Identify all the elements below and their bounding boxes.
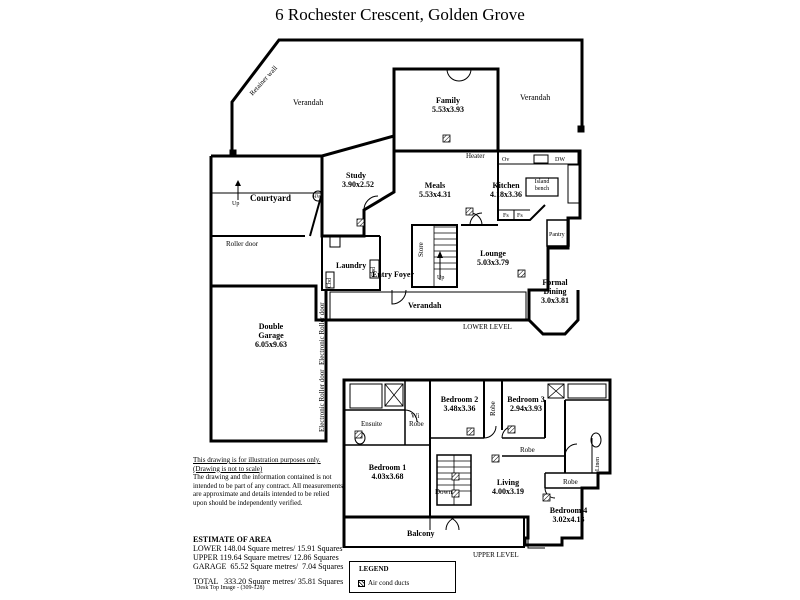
lower-level-plan bbox=[209, 38, 585, 443]
living-dim: 4.00x3.19 bbox=[492, 487, 524, 496]
bedroom2-dim: 3.48x3.36 bbox=[443, 404, 476, 413]
legend-item: Air cond ducts bbox=[358, 579, 409, 587]
front-verandah bbox=[329, 291, 527, 320]
legend-box: LEGEND Air cond ducts bbox=[349, 561, 456, 593]
study-dim: 3.90x2.52 bbox=[342, 180, 374, 189]
laundry-label: Laundry bbox=[336, 261, 367, 270]
estimate-total: TOTAL 333.20 Square metres/ 35.81 Square… bbox=[193, 577, 344, 586]
upper-level-plan bbox=[342, 378, 612, 549]
roller-door-label: Roller door bbox=[226, 240, 259, 248]
legend-item-label: Air cond ducts bbox=[368, 579, 410, 587]
garage-name-2: Garage bbox=[258, 331, 284, 340]
bedroom2-name: Bedroom 2 bbox=[440, 395, 479, 404]
dishwasher-label: DW bbox=[555, 157, 565, 163]
electronic-roller-label-2: Electronic Roller door bbox=[318, 369, 326, 432]
garage-name-1: Double bbox=[258, 322, 284, 331]
meals-dim: 5.53x4.31 bbox=[419, 190, 451, 199]
robe-vertical-label: Robe bbox=[489, 401, 497, 416]
air-duct-icon bbox=[358, 579, 365, 587]
lower-air-cond-ducts bbox=[356, 134, 526, 278]
bedroom1-name: Bedroom 1 bbox=[368, 463, 407, 472]
verandah-right-label: Verandah bbox=[520, 93, 551, 102]
garage-walls bbox=[209, 236, 328, 443]
page-title: 6 Rochester Crescent, Golden Grove bbox=[275, 5, 525, 24]
living-name: Living bbox=[496, 478, 520, 487]
bedroom3-dim: 2.94x3.93 bbox=[510, 404, 542, 413]
formal-dining-dim: 3.0x3.81 bbox=[541, 296, 569, 305]
oven-label: Ov bbox=[502, 157, 510, 163]
verandah-left-label: Verandah bbox=[293, 98, 324, 107]
disclaimer-line-1: This drawing is for illustration purpose… bbox=[193, 456, 321, 464]
upper-level-label: UPPER LEVEL bbox=[473, 551, 519, 559]
robe-mid-label: Robe bbox=[520, 446, 535, 454]
courtyard-up-label: Up bbox=[232, 201, 240, 207]
hot-water-label: HW bbox=[313, 195, 322, 200]
lower-level-label: LOWER LEVEL bbox=[463, 323, 512, 331]
upper-outer-walls bbox=[342, 378, 612, 548]
bedroom1-dim: 4.03x3.68 bbox=[371, 472, 404, 481]
lower-outer-walls bbox=[209, 67, 582, 322]
legend-heading: LEGEND bbox=[359, 565, 389, 573]
meals-name: Meals bbox=[424, 181, 446, 190]
disclaimer-line-2: (Drawing is not to scale) bbox=[193, 464, 263, 473]
fs-label-2: Fs bbox=[517, 213, 523, 219]
estimate-garage: GARAGE 65.52 Square metres/ 7.04 Squares bbox=[193, 562, 344, 571]
family-room-name: Family bbox=[436, 96, 460, 105]
study-name: Study bbox=[346, 171, 367, 180]
bedroom3-name: Bedroom 3 bbox=[507, 395, 545, 404]
stairs-down-label: Down bbox=[435, 488, 453, 496]
wi-robe-label-2: Robe bbox=[409, 420, 424, 428]
fs-label-1: Fs bbox=[503, 213, 509, 219]
balcony-label: Balcony bbox=[407, 529, 435, 538]
entry-foyer-label: Entry Foyer bbox=[372, 270, 414, 279]
pantry-label: Pantry bbox=[549, 232, 565, 238]
cupboard-label-1: Cbd bbox=[327, 277, 333, 288]
island-bench bbox=[525, 177, 559, 197]
kitchen-name: Kitchen bbox=[492, 181, 520, 190]
balcony-walls bbox=[343, 516, 525, 548]
lounge-dim: 5.03x3.79 bbox=[477, 258, 509, 267]
kitchen-dim: 4.18x3.36 bbox=[490, 190, 522, 199]
formal-dining-name-1: Formal bbox=[542, 278, 568, 287]
front-verandah-label: Verandah bbox=[408, 301, 442, 310]
formal-dining-name-2: Dining bbox=[543, 287, 567, 296]
cupboard-label-2: Cbd bbox=[371, 266, 377, 277]
estimate-heading: ESTIMATE OF AREA bbox=[193, 535, 272, 544]
retainer-wall bbox=[230, 38, 584, 154]
bedroom4-name: Bedroom 4 bbox=[549, 506, 588, 515]
garage-dim: 6.05x9.63 bbox=[255, 340, 287, 349]
heater-label: Heater bbox=[466, 152, 485, 160]
wi-robe-label-1: Wi bbox=[411, 412, 420, 420]
ensuite-label: Ensuite bbox=[361, 420, 382, 428]
disclaimer-paragraph: The drawing and the information containe… bbox=[193, 473, 343, 507]
lounge-name: Lounge bbox=[480, 249, 506, 258]
store-label: Store bbox=[417, 242, 425, 257]
family-room-dim: 5.53x3.93 bbox=[432, 105, 464, 114]
disclaimer-notes: This drawing is for illustration purpose… bbox=[193, 456, 343, 508]
island-label-2: bench bbox=[534, 186, 550, 192]
courtyard-label: Courtyard bbox=[250, 193, 291, 203]
stairs-up-label: Up bbox=[437, 275, 445, 281]
estimate-lower: LOWER 148.04 Square metres/ 15.91 Square… bbox=[193, 544, 343, 553]
electronic-roller-label-1: Electronic Roller door bbox=[318, 302, 326, 365]
linen-label: Linen bbox=[595, 457, 601, 471]
robe-right-label: Robe bbox=[563, 478, 578, 486]
estimate-upper: UPPER 119.64 Square metres/ 12.86 Square… bbox=[193, 553, 339, 562]
footer-credit: Desk Top Image - (309-128) bbox=[196, 585, 265, 591]
bay-window bbox=[527, 290, 580, 336]
island-label-1: Island bbox=[534, 179, 550, 185]
bedroom4-dim: 3.02x4.13 bbox=[552, 515, 585, 524]
upper-air-cond-ducts bbox=[354, 425, 551, 502]
